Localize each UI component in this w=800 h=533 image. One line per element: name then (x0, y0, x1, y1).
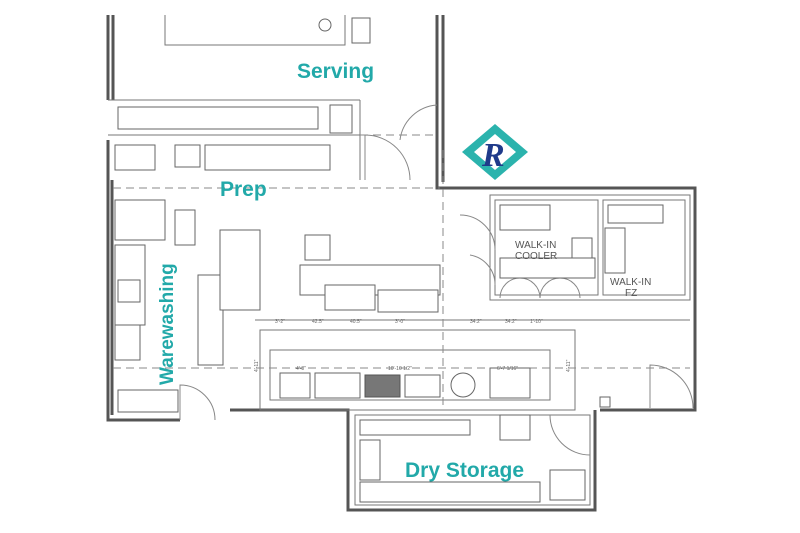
dim-label: 40.5" (350, 319, 362, 325)
dimension-labels: 3'-2" 42.5" 40.5" 3'-0" 34.2" 34.2" 1'-1… (254, 319, 572, 372)
area-label-dry-storage: Dry Storage (405, 459, 524, 482)
walk-in-cooler-label: COOLER (515, 251, 557, 262)
walk-in-cooler-label: WALK-IN (515, 240, 556, 251)
area-label-prep: Prep (220, 178, 267, 201)
dim-label: 3'-2" (275, 319, 285, 325)
dim-label: 34.2" (505, 319, 517, 325)
walk-in-freezer-label: FZ (625, 288, 637, 299)
dashed-lines (113, 134, 690, 410)
dim-label: 10'-10 1/2" (388, 366, 412, 372)
dim-label: 4'-11" (566, 359, 572, 372)
dim-label: 4'-8" (296, 366, 306, 372)
dim-label: 6'-7 1/16" (497, 366, 518, 372)
equipment (114, 17, 664, 503)
dim-label: 3'-0" (395, 319, 405, 325)
dim-label: 34.2" (470, 319, 482, 325)
dim-label: 1'-10" (530, 319, 543, 325)
dim-label: 42.5" (312, 319, 324, 325)
logo-letter: R (481, 137, 505, 174)
dim-label: 4'-11" (254, 359, 260, 372)
walls (106, 15, 697, 512)
area-label-serving: Serving (297, 60, 374, 83)
area-label-warewashing: Warewashing (157, 263, 178, 385)
doors (179, 104, 694, 456)
walk-in-freezer-label: WALK-IN (610, 277, 651, 288)
company-logo: R (462, 124, 528, 180)
